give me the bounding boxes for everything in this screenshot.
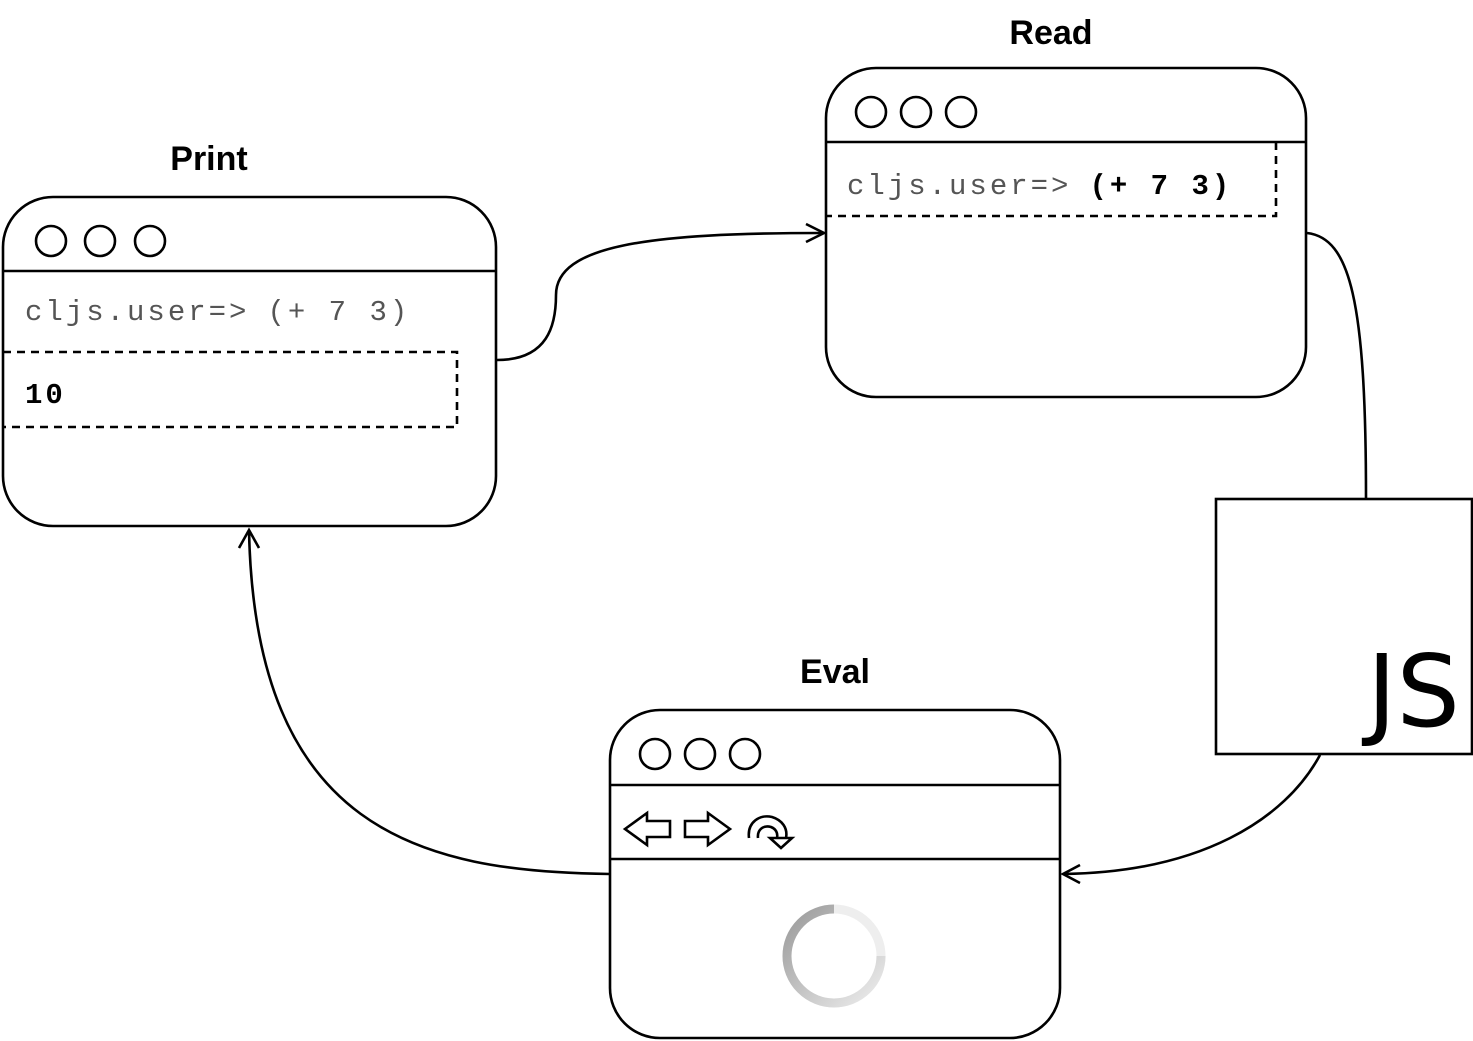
- connector-print-to-read: [496, 231, 823, 362]
- read-input: (+ 7 3): [1089, 170, 1232, 203]
- read-window: Read cljs.user=> (+ 7 3): [824, 14, 1308, 399]
- back-arrow-icon[interactable]: [622, 810, 672, 848]
- arrowhead-into-print: [237, 527, 261, 549]
- read-code-line: cljs.user=> (+ 7 3): [847, 170, 1232, 203]
- connector-eval-to-print: [247, 529, 611, 876]
- read-prompt: cljs.user=>: [847, 170, 1071, 203]
- eval-window-frame: [608, 708, 1062, 1040]
- print-title: Print: [170, 140, 247, 178]
- print-output-highlight: [3, 350, 459, 429]
- print-window-dot-icon: [133, 224, 167, 258]
- eval-window: Eval: [608, 653, 1062, 1040]
- read-input-highlight: [826, 142, 1278, 218]
- arrowhead-into-eval: [1060, 863, 1081, 885]
- eval-title: Eval: [800, 653, 870, 691]
- connectors: [237, 222, 1368, 885]
- print-code-line: cljs.user=> (+ 7 3): [25, 296, 410, 329]
- forward-arrow-icon[interactable]: [683, 810, 733, 848]
- read-title: Read: [1009, 14, 1092, 52]
- connector-read-to-js: [1306, 231, 1368, 499]
- print-window-dot-icon: [83, 224, 117, 258]
- eval-window-dot-icon: [728, 737, 762, 771]
- print-input: (+ 7 3): [267, 296, 410, 329]
- arrowhead-into-read: [805, 222, 827, 244]
- js-label: JS: [1361, 633, 1460, 750]
- print-window-frame: [1, 195, 498, 528]
- loading-spinner-icon: [782, 904, 886, 1008]
- eval-window-dot-icon: [638, 737, 672, 771]
- read-window-dot-icon: [854, 95, 888, 129]
- read-window-dot-icon: [944, 95, 978, 129]
- read-window-dot-icon: [899, 95, 933, 129]
- print-window-dot-icon: [34, 224, 68, 258]
- read-window-frame: [824, 66, 1308, 399]
- print-prompt: cljs.user=>: [25, 296, 249, 329]
- print-output: 10: [25, 379, 66, 412]
- reload-icon[interactable]: [747, 815, 796, 850]
- print-window: Print cljs.user=> (+ 7 3) 10: [1, 140, 498, 528]
- js-box: JS: [1214, 497, 1473, 756]
- js-box-frame: [1214, 497, 1473, 756]
- eval-window-dot-icon: [683, 737, 717, 771]
- connector-js-to-eval: [1063, 754, 1322, 876]
